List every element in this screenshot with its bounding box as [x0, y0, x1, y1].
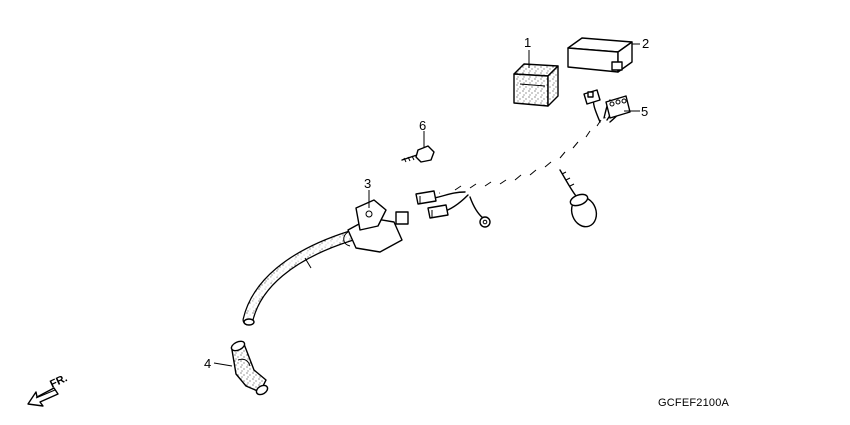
callout-4: 4	[204, 356, 211, 371]
front-label: FR.	[48, 372, 69, 390]
front-arrow-icon: FR.	[27, 372, 69, 407]
part-1-box	[513, 63, 559, 107]
part-3-ignition-coil	[242, 199, 409, 326]
part-4-plug-cap	[230, 340, 269, 396]
connector-a	[583, 89, 601, 105]
leader-lines	[213, 43, 640, 367]
connector-b	[605, 95, 631, 119]
part-6-bolt	[401, 145, 435, 163]
part-2-module	[567, 37, 633, 73]
connector-d	[427, 204, 449, 219]
connector-c	[415, 190, 437, 205]
callout-6: 6	[419, 118, 426, 133]
round-coupler	[569, 193, 598, 228]
callout-3: 3	[364, 176, 371, 191]
callout-2: 2	[642, 36, 649, 51]
diagram-code: GCFEF2100A	[658, 397, 730, 409]
ring-terminal	[479, 216, 491, 228]
callout-1: 1	[524, 35, 531, 50]
callout-5: 5	[641, 104, 648, 119]
part-5-wire-harness	[415, 89, 631, 228]
